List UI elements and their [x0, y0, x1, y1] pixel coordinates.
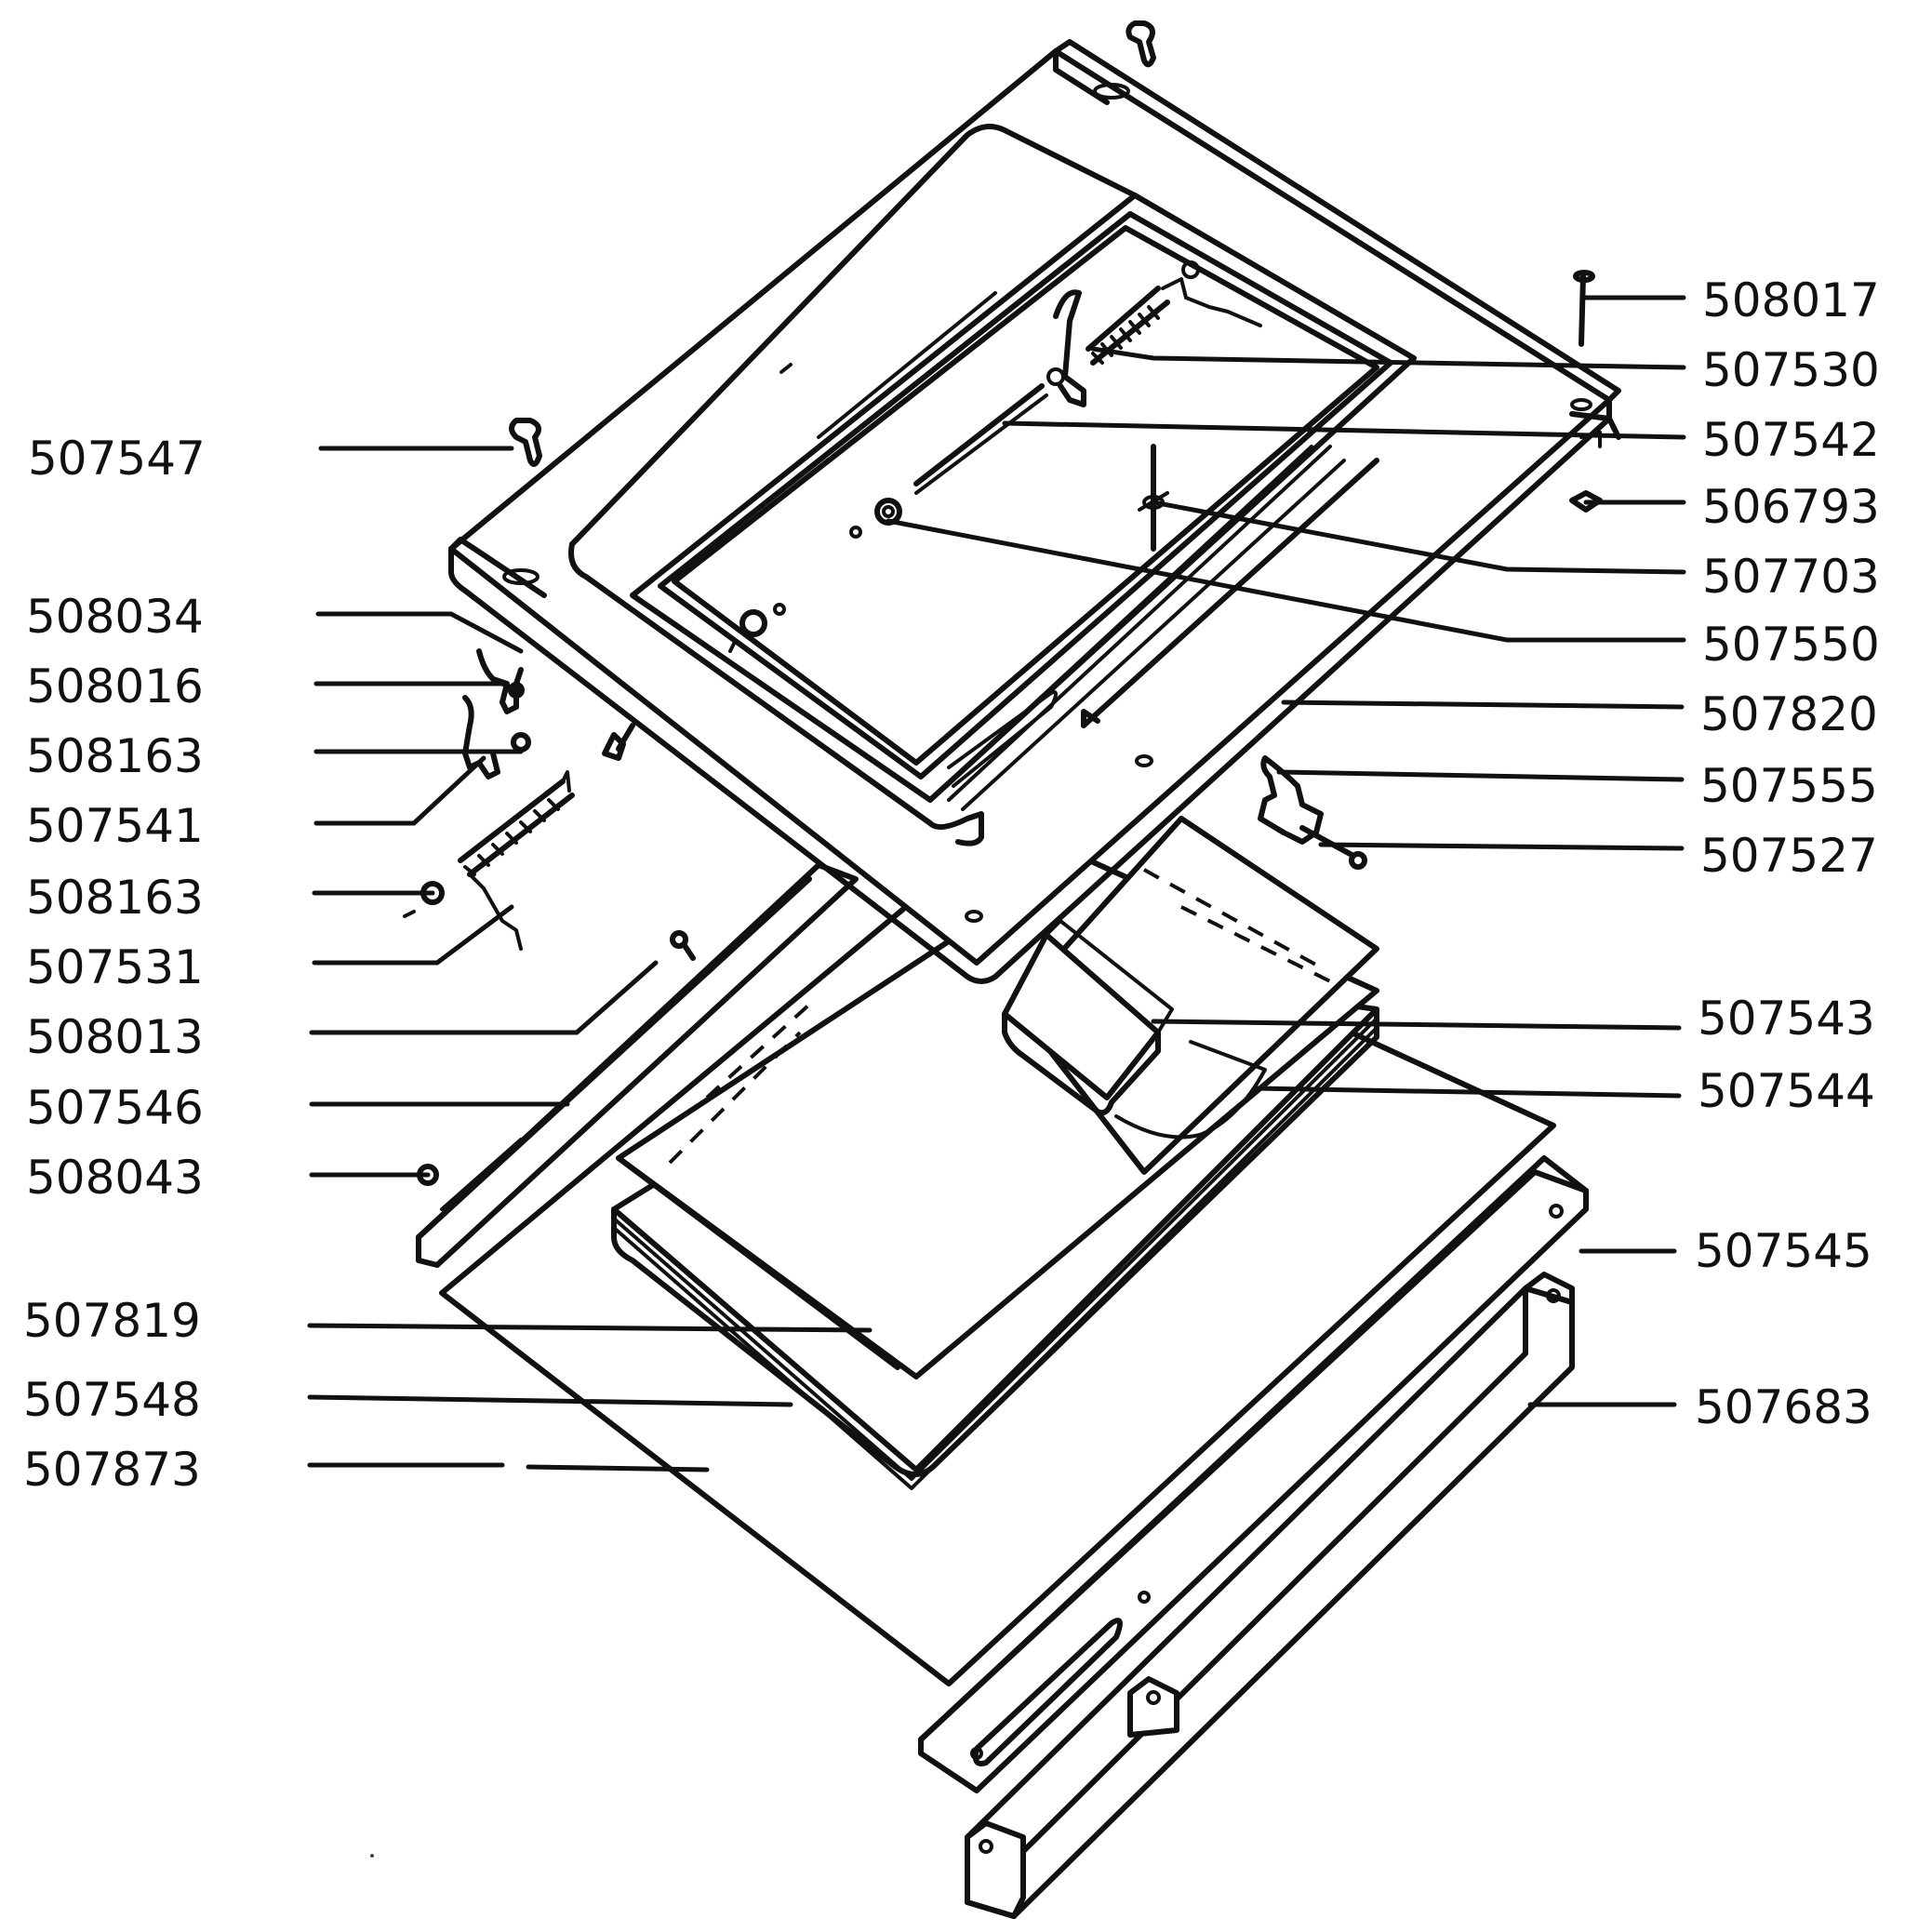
labels-right: 508017 507530 507542 506793 507703 50755…	[1695, 273, 1880, 1434]
bottom-trim-strip	[918, 1155, 1589, 1793]
label-left-2: 508034	[26, 590, 204, 644]
label-left-6: 508163	[26, 871, 204, 925]
label-left-8: 508013	[26, 1010, 204, 1064]
label-left-11: 507819	[23, 1294, 201, 1348]
label-right-3: 507542	[1702, 413, 1880, 467]
label-left-1: 507547	[28, 432, 206, 486]
label-right-7: 507820	[1700, 687, 1878, 741]
label-right-13: 507683	[1695, 1380, 1872, 1434]
label-right-1: 508017	[1702, 273, 1880, 327]
label-left-10: 508043	[26, 1151, 204, 1205]
label-right-5: 507703	[1702, 550, 1880, 604]
label-left-5: 507541	[26, 799, 204, 853]
speck	[370, 1854, 374, 1858]
left-side-strip	[416, 862, 859, 1268]
label-left-12: 507548	[23, 1373, 201, 1427]
label-right-10: 507543	[1698, 992, 1875, 1046]
label-right-9: 507527	[1700, 829, 1878, 883]
label-right-12: 507545	[1695, 1224, 1872, 1278]
label-right-2: 507530	[1702, 343, 1880, 397]
label-right-11: 507544	[1698, 1064, 1875, 1118]
label-left-13: 507873	[23, 1443, 201, 1497]
label-left-3: 508016	[26, 660, 204, 713]
label-right-8: 507555	[1700, 759, 1878, 813]
labels-left: 507547 508034 508016 508163 507541 50816…	[23, 432, 206, 1497]
label-left-4: 508163	[26, 729, 204, 783]
main-door-frame	[448, 39, 1621, 984]
handle-rail	[965, 1272, 1575, 1919]
label-right-4: 506793	[1702, 480, 1880, 534]
label-left-9: 507546	[26, 1081, 204, 1135]
leader-lines	[307, 295, 1686, 1472]
label-left-7: 507531	[26, 940, 204, 994]
label-right-6: 507550	[1702, 618, 1880, 672]
